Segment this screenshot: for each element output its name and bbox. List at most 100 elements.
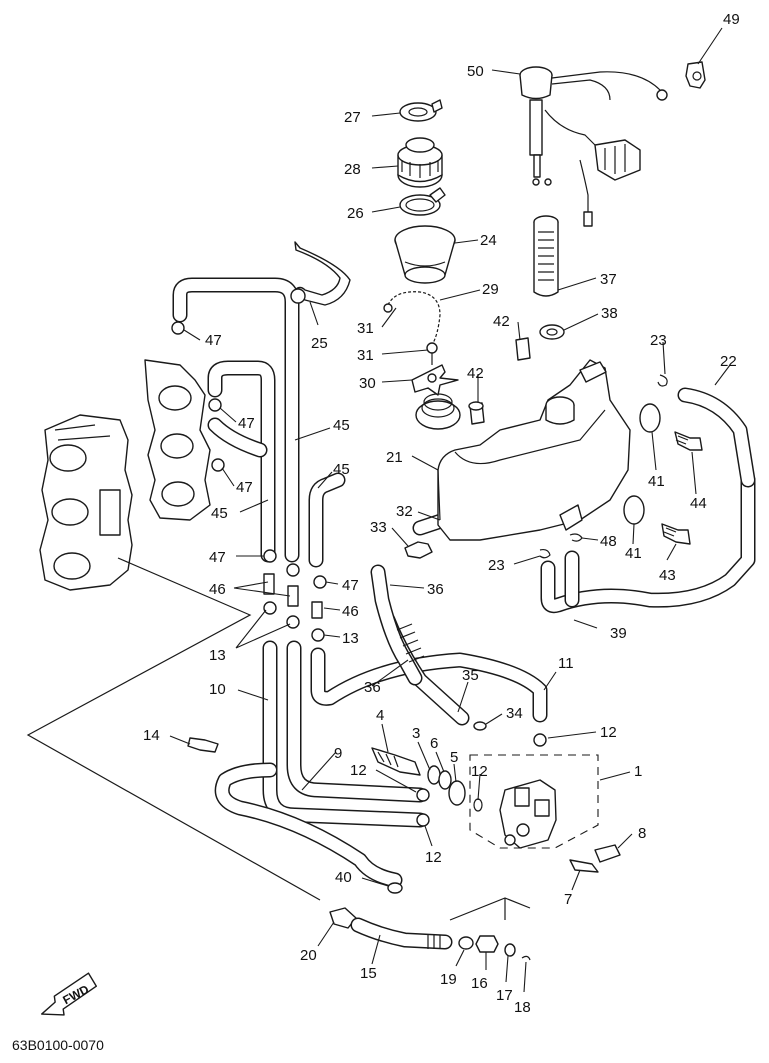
diagram-code: 63B0100-0070 xyxy=(12,1037,104,1053)
callout-14: 14 xyxy=(143,727,160,744)
callout-26: 26 xyxy=(347,205,364,222)
callout-21: 21 xyxy=(386,449,403,466)
callout-30: 30 xyxy=(359,375,376,392)
callout-47: 47 xyxy=(209,549,226,566)
clamp-49 xyxy=(685,61,706,89)
callout-49: 49 xyxy=(723,11,740,28)
fuel-hose-10 xyxy=(262,640,428,828)
fuel-cap-28 xyxy=(397,137,443,188)
callout-27: 27 xyxy=(344,109,361,126)
callout-5: 5 xyxy=(450,749,458,766)
callout-29: 29 xyxy=(482,281,499,298)
callout-40: 40 xyxy=(335,869,352,886)
grommet-38 xyxy=(539,324,565,340)
callout-45: 45 xyxy=(333,461,350,478)
fuel-hose-15 xyxy=(350,917,453,950)
fuel-pump-assembly-boundary xyxy=(469,754,599,849)
callout-23: 23 xyxy=(488,557,505,574)
callout-46: 46 xyxy=(209,581,226,598)
callout-41: 41 xyxy=(648,473,665,490)
callout-19: 19 xyxy=(440,971,457,988)
fuel-hose-9 xyxy=(214,762,403,888)
chain-29 xyxy=(383,291,441,346)
callout-38: 38 xyxy=(601,305,618,322)
callout-12: 12 xyxy=(471,763,488,780)
forward-direction-arrow: FWD xyxy=(40,972,98,1016)
callout-13: 13 xyxy=(209,647,226,664)
callout-12: 12 xyxy=(425,849,442,866)
intake-manifold-outline xyxy=(144,359,211,521)
callout-24: 24 xyxy=(480,232,497,249)
callout-39: 39 xyxy=(610,625,627,642)
callout-28: 28 xyxy=(344,161,361,178)
callout-41: 41 xyxy=(625,545,642,562)
fuel-pump-1 xyxy=(499,779,557,849)
callout-18: 18 xyxy=(514,999,531,1016)
bolt-43 xyxy=(661,523,691,545)
grommet-41 xyxy=(623,403,661,525)
fuel-hose-45 xyxy=(172,277,346,568)
callout-47: 47 xyxy=(238,415,255,432)
callout-34: 34 xyxy=(506,705,523,722)
callout-12: 12 xyxy=(600,724,617,741)
callout-33: 33 xyxy=(370,519,387,536)
callout-47: 47 xyxy=(236,479,253,496)
callout-3: 3 xyxy=(412,725,420,742)
callout-45: 45 xyxy=(333,417,350,434)
callout-42: 42 xyxy=(493,313,510,330)
joint-46 xyxy=(263,573,323,619)
fuel-hose-22 xyxy=(677,387,756,488)
clamp-40 xyxy=(387,882,403,894)
callout-16: 16 xyxy=(471,975,488,992)
callout-15: 15 xyxy=(360,965,377,982)
fittings-16-19 xyxy=(458,935,531,961)
hose-clamp-13 xyxy=(263,601,325,642)
fuel-hose-11 xyxy=(310,647,548,723)
callout-36: 36 xyxy=(364,679,381,696)
clip-48 xyxy=(569,533,583,542)
callout-36: 36 xyxy=(427,581,444,598)
callout-9: 9 xyxy=(334,745,342,762)
callout-20: 20 xyxy=(300,947,317,964)
callout-13: 13 xyxy=(342,630,359,647)
callout-31: 31 xyxy=(357,320,374,337)
fuel-sender-50 xyxy=(519,66,668,227)
callout-46: 46 xyxy=(342,603,359,620)
vapor-hose-36 xyxy=(370,564,425,686)
clip-14 xyxy=(187,737,219,753)
joint-33 xyxy=(404,541,433,559)
callout-12: 12 xyxy=(350,762,367,779)
fuel-cap-ring-27 xyxy=(399,99,443,122)
callout-32: 32 xyxy=(396,503,413,520)
clip-23 xyxy=(539,374,668,559)
callout-22: 22 xyxy=(720,353,737,370)
fuel-hose-39 xyxy=(540,472,756,614)
callout-8: 8 xyxy=(638,825,646,842)
assembly-reference-line xyxy=(26,557,321,901)
clip-31 xyxy=(426,342,438,365)
bolt-44 xyxy=(674,431,703,451)
filter-strap-25 xyxy=(290,241,351,306)
callout-35: 35 xyxy=(462,667,479,684)
fitting-reference-line xyxy=(449,897,531,921)
o-ring-26 xyxy=(399,187,446,216)
callout-1: 1 xyxy=(634,763,642,780)
callout-25: 25 xyxy=(311,335,328,352)
vapor-separator-tank-21 xyxy=(415,359,631,541)
clamp-12 xyxy=(416,733,547,827)
hose-joint-34 xyxy=(473,721,487,731)
callout-7: 7 xyxy=(564,891,572,908)
callout-labels: 49 50 27 28 26 24 37 29 25 38 42 23 22 3… xyxy=(143,11,740,1016)
callout-31: 31 xyxy=(357,347,374,364)
callout-47: 47 xyxy=(205,332,222,349)
callout-44: 44 xyxy=(690,495,707,512)
callout-11: 11 xyxy=(558,655,574,672)
callout-23: 23 xyxy=(650,332,667,349)
joint-8 xyxy=(594,844,621,863)
pump-parts-3-4-5-6 xyxy=(371,747,483,812)
leader-lines xyxy=(169,27,731,993)
callout-43: 43 xyxy=(659,567,676,584)
callout-10: 10 xyxy=(209,681,226,698)
callout-42: 42 xyxy=(467,365,484,382)
